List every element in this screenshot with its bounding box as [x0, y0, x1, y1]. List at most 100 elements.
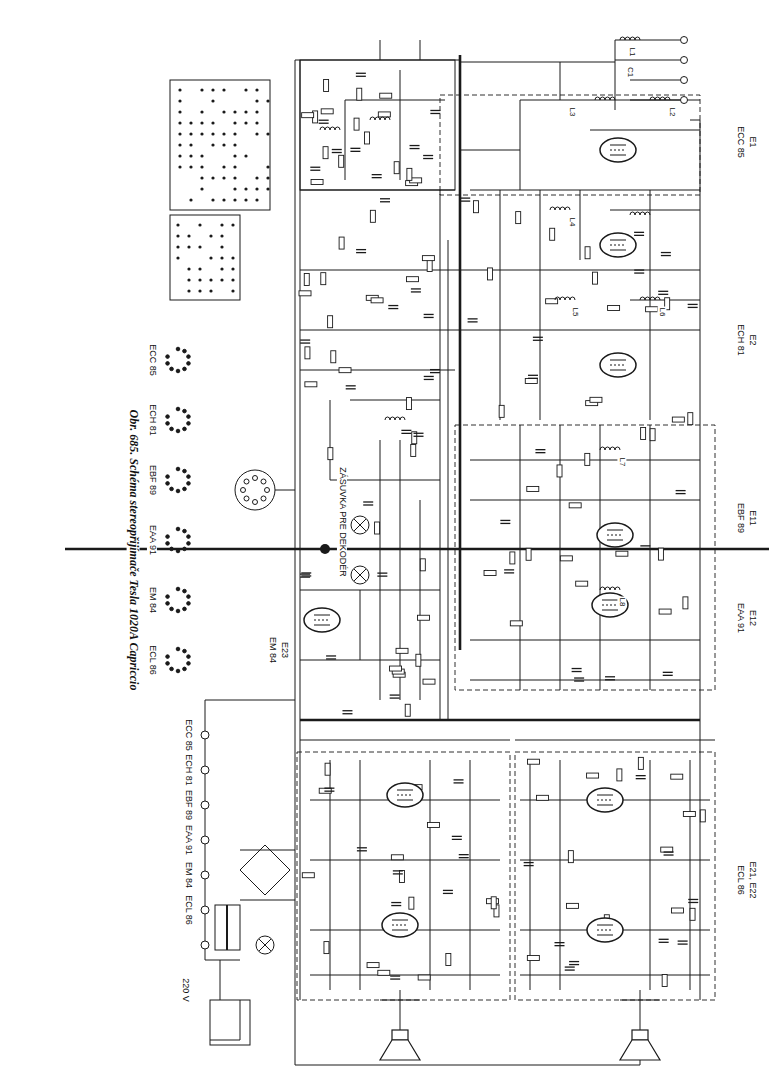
- tube-anode: [602, 600, 618, 601]
- tube-anode: [610, 360, 626, 361]
- matrix-dot: [198, 289, 201, 292]
- base-pin: [166, 482, 170, 486]
- matrix-dot: [244, 154, 247, 157]
- matrix-dot: [266, 187, 269, 190]
- capacitor-plate: [636, 775, 646, 776]
- matrix-dot: [211, 121, 214, 124]
- lamp-cross: [354, 569, 366, 581]
- wire: [448, 240, 449, 720]
- part-label: EAA 91: [735, 602, 745, 634]
- bridge-outline: [240, 845, 290, 895]
- socket-pin: [261, 479, 266, 484]
- capacitor-symbol: [524, 863, 534, 866]
- wire: [345, 100, 346, 180]
- matrix-dot: [189, 165, 192, 168]
- resistor-symbol: [405, 704, 410, 716]
- resistor-symbol: [446, 953, 451, 965]
- matrix-dot: [266, 165, 269, 168]
- resistor-symbol: [474, 201, 479, 213]
- matrix-dot: [187, 289, 190, 292]
- matrix-dot: [220, 256, 223, 259]
- coil-turns: [650, 97, 670, 100]
- capacitor-plate: [410, 145, 420, 146]
- matrix-dot: [198, 223, 201, 226]
- part-label: E21, E22: [747, 860, 757, 899]
- capacitor-plate: [528, 378, 538, 379]
- wire: [350, 400, 440, 401]
- capacitor-plate: [380, 201, 390, 202]
- matrix-dot: [200, 121, 203, 124]
- part-label: L2: [668, 107, 677, 118]
- lamp-symbol: [256, 936, 274, 954]
- resistor-symbol: [406, 398, 411, 410]
- capacitor-plate: [659, 942, 669, 943]
- resistor-symbol: [650, 429, 655, 441]
- capacitor-plate: [356, 252, 366, 253]
- wire: [240, 1000, 241, 1040]
- heater-symbol: [201, 941, 209, 949]
- tube-envelope: [304, 608, 340, 632]
- capacitor-plate: [356, 73, 366, 74]
- capacitor-symbol: [391, 903, 401, 906]
- capacitor-symbol: [410, 146, 420, 149]
- resistor-symbol: [700, 810, 705, 822]
- matrix-dot: [187, 278, 190, 281]
- part-label: EM 84: [267, 636, 277, 664]
- capacitor-symbol: [634, 232, 644, 235]
- wire: [400, 990, 401, 1030]
- matrix-dot: [255, 110, 258, 113]
- matrix-dot: [244, 198, 247, 201]
- wire: [295, 60, 296, 1065]
- part-label: EM 84: [147, 586, 157, 614]
- capacitor-plate: [424, 376, 434, 377]
- capacitor-symbol: [664, 852, 674, 855]
- resistor-symbol: [391, 855, 403, 860]
- capacitor-plate: [569, 964, 579, 965]
- capacitor-plate: [535, 452, 545, 453]
- resistor-symbol: [557, 465, 562, 477]
- matrix-dot: [178, 165, 181, 168]
- part-label: ECC 85: [147, 343, 157, 377]
- capacitor-plate: [634, 232, 644, 233]
- matrix-dot: [222, 110, 225, 113]
- socket-pin: [253, 476, 258, 481]
- resistor-symbol: [683, 597, 688, 609]
- base-pin: [187, 662, 191, 666]
- matrix-dot: [178, 88, 181, 91]
- capacitor-plate: [346, 385, 356, 386]
- tube-cathode: [610, 155, 626, 156]
- capacitor-plate: [430, 372, 440, 373]
- capacitor-plate: [664, 854, 674, 855]
- coil-symbol: [630, 212, 650, 215]
- capacitor-plate: [554, 945, 564, 946]
- wire: [310, 975, 500, 976]
- matrix-dot: [220, 234, 223, 237]
- capacitor-plate: [459, 854, 469, 855]
- lamp-symbol: [351, 566, 369, 584]
- resistor-symbol: [499, 405, 504, 417]
- capacitor-plate: [452, 836, 462, 837]
- capacitor-plate: [342, 713, 352, 714]
- tube-grid: [597, 800, 613, 801]
- base-pin: [166, 355, 170, 359]
- capacitor-plate: [443, 890, 453, 891]
- resistor-symbol: [302, 113, 314, 118]
- resistor-symbol: [576, 581, 588, 586]
- coil-symbol: [595, 97, 615, 100]
- tube-grid: [610, 245, 626, 246]
- capacitor-symbol: [454, 780, 464, 783]
- tube-base-diagram: [166, 407, 191, 433]
- resistor-symbol: [420, 559, 425, 571]
- capacitor-symbol: [356, 250, 366, 253]
- matrix-dot: [233, 121, 236, 124]
- tube-cathode: [610, 370, 626, 371]
- wire: [430, 760, 431, 990]
- tube-anode: [610, 145, 626, 146]
- power-transformer: [215, 905, 240, 950]
- capacitor-plate: [658, 291, 668, 292]
- resistor-symbol: [331, 351, 336, 363]
- capacitor-plate: [678, 940, 688, 941]
- wire: [330, 760, 331, 990]
- matrix-dot: [200, 154, 203, 157]
